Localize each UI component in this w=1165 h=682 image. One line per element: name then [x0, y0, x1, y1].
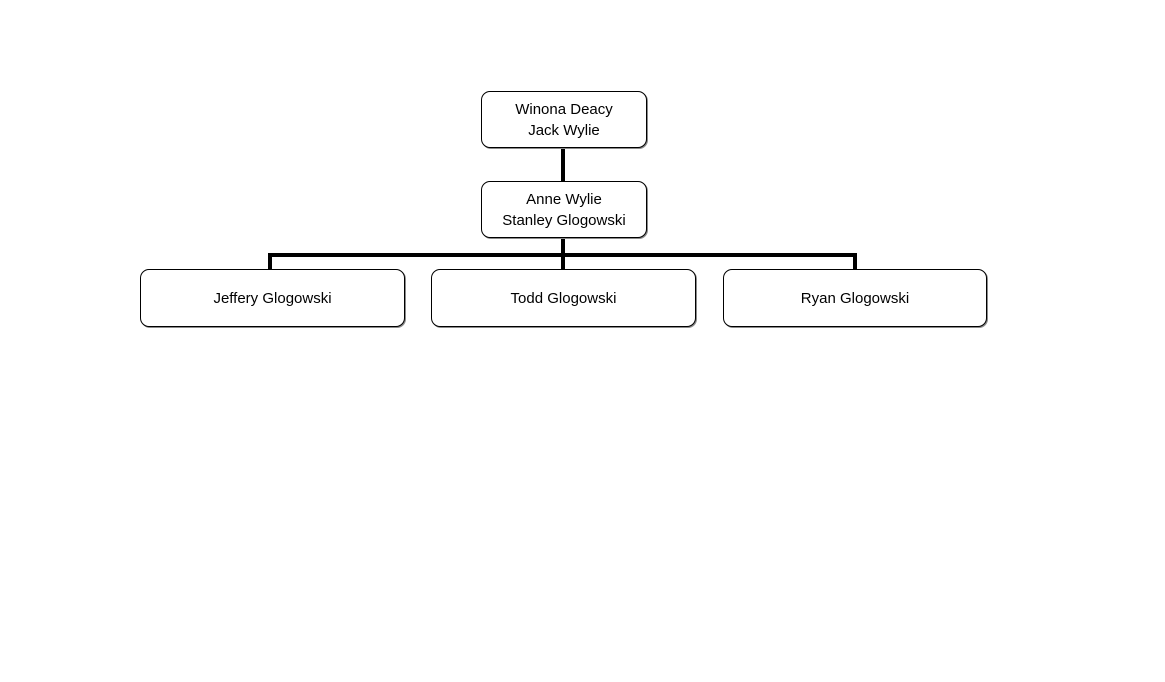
node-child-jeffery-label: Jeffery Glogowski — [213, 289, 332, 307]
connector-grandparents-to-parents — [561, 148, 565, 181]
node-grandparents-line1: Winona Deacy — [515, 100, 613, 118]
connector-stub-child-left — [268, 253, 272, 270]
node-grandparents-line2: Jack Wylie — [528, 121, 600, 139]
connector-children-horizontal-bar — [268, 253, 857, 257]
node-parents-line2: Stanley Glogowski — [502, 211, 626, 229]
node-child-todd-label: Todd Glogowski — [510, 289, 617, 307]
node-child-ryan: Ryan Glogowski — [723, 269, 987, 327]
node-child-jeffery: Jeffery Glogowski — [140, 269, 405, 327]
node-parents-line1: Anne Wylie — [526, 190, 602, 208]
node-parents: Anne Wylie Stanley Glogowski — [481, 181, 647, 238]
node-child-todd: Todd Glogowski — [431, 269, 696, 327]
node-child-ryan-label: Ryan Glogowski — [800, 289, 910, 307]
node-grandparents: Winona Deacy Jack Wylie — [481, 91, 647, 148]
connector-stub-child-right — [853, 253, 857, 270]
